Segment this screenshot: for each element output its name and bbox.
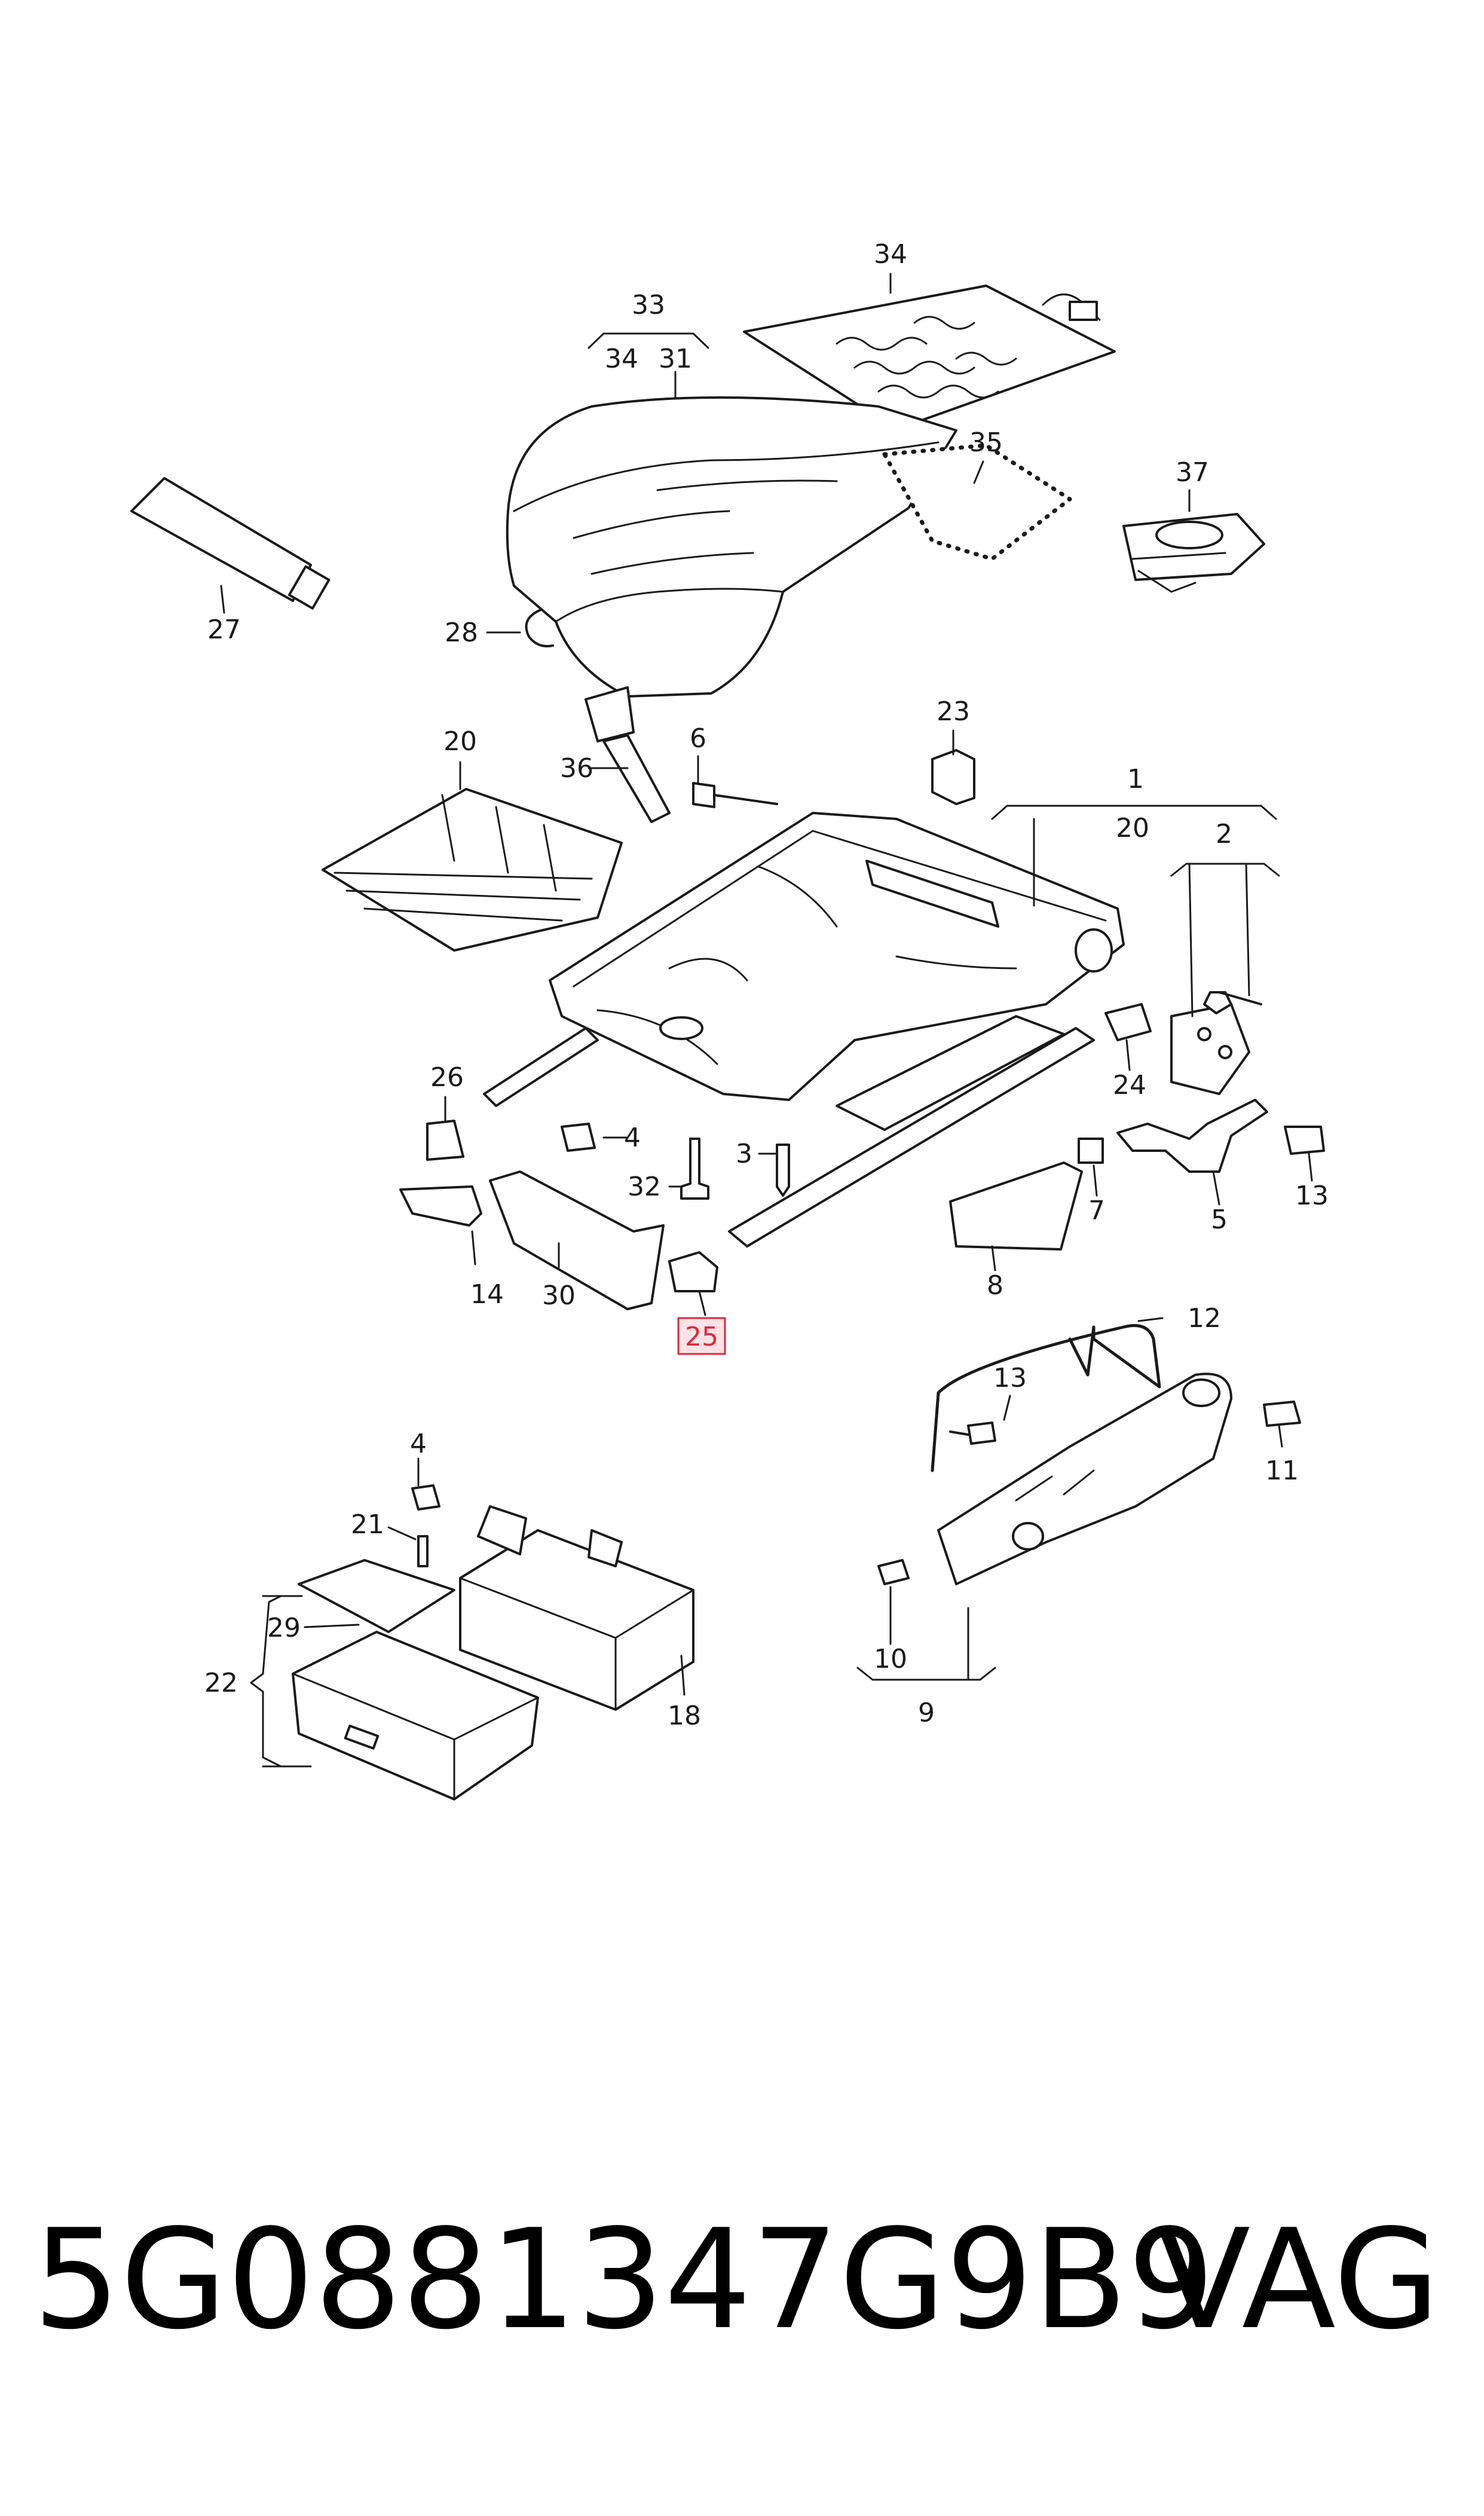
support-bracket-30[interactable]: [489, 1170, 665, 1310]
screw-13-lower[interactable]: [949, 1421, 996, 1445]
mount-bracket-2[interactable]: [1170, 991, 1262, 1095]
bracket-26[interactable]: [426, 1120, 464, 1161]
clip-10[interactable]: [877, 1559, 910, 1585]
callout-35[interactable]: 35: [969, 427, 1003, 458]
callout-5[interactable]: 5: [1211, 1204, 1228, 1235]
callout-25-highlight: [677, 1317, 726, 1355]
bracket-23[interactable]: [931, 749, 975, 805]
spring-mat[interactable]: [322, 788, 623, 952]
leader-lines: [220, 273, 1313, 1768]
callout-33[interactable]: 33: [632, 290, 665, 320]
trim-panel-8[interactable]: [949, 1161, 1083, 1251]
callout-28[interactable]: 28: [445, 617, 478, 648]
callout-27[interactable]: 27: [207, 615, 241, 645]
drawer-22[interactable]: [292, 1631, 539, 1800]
pad-29[interactable]: [298, 1559, 455, 1633]
callout-30[interactable]: 30: [542, 1280, 576, 1311]
side-trim-9[interactable]: [937, 1372, 1232, 1585]
callout-11[interactable]: 11: [1265, 1456, 1299, 1486]
callout-13-lower[interactable]: 13: [993, 1363, 1027, 1393]
callout-4-lower[interactable]: 4: [410, 1429, 427, 1459]
callout-1[interactable]: 1: [1127, 764, 1144, 794]
cover-cap-25[interactable]: [668, 1251, 718, 1292]
callout-labels: 34 33 34 31 35 37 27 28 20 36 6 23 1 20 …: [204, 239, 1329, 1731]
belt-buckle[interactable]: [585, 686, 671, 823]
callout-9[interactable]: 9: [918, 1698, 935, 1728]
drawer-frame-18[interactable]: [459, 1505, 694, 1711]
screw-13-upper[interactable]: [1284, 1126, 1325, 1155]
callout-26[interactable]: 26: [430, 1062, 464, 1093]
callout-13-upper[interactable]: 13: [1295, 1181, 1329, 1211]
callout-24[interactable]: 24: [1113, 1070, 1146, 1100]
callout-6[interactable]: 6: [690, 723, 706, 754]
seat-cushion[interactable]: [506, 396, 1072, 698]
callout-34-top[interactable]: 34: [874, 239, 907, 270]
callout-4-upper[interactable]: 4: [624, 1123, 641, 1153]
brand-label: VAG: [1156, 2200, 1440, 2360]
callout-20-mat[interactable]: 20: [443, 726, 477, 757]
callout-20-frame[interactable]: 20: [1116, 813, 1149, 843]
callout-7[interactable]: 7: [1088, 1196, 1105, 1226]
part-number: 5G0881347G9B9: [33, 2200, 1215, 2360]
adjust-lever-5[interactable]: [1116, 1099, 1268, 1173]
callout-14[interactable]: 14: [470, 1279, 504, 1310]
callout-8[interactable]: 8: [987, 1270, 1003, 1301]
heating-mat[interactable]: [743, 285, 1116, 430]
clip-nut-4-upper[interactable]: [561, 1123, 596, 1152]
callout-25[interactable]: 25: [685, 1322, 718, 1352]
callout-18[interactable]: 18: [668, 1701, 701, 1731]
seat-frame[interactable]: [483, 812, 1125, 1248]
callout-34-sub[interactable]: 34: [605, 344, 638, 374]
callout-23[interactable]: 23: [937, 696, 970, 727]
trim-cap-14[interactable]: [399, 1185, 482, 1227]
clip-nut-4-lower[interactable]: [411, 1484, 440, 1511]
callout-10[interactable]: 10: [874, 1644, 907, 1674]
clip-11[interactable]: [1263, 1401, 1301, 1427]
callout-32[interactable]: 32: [628, 1172, 661, 1202]
clip-28[interactable]: [525, 609, 554, 647]
lubricant-tube[interactable]: [130, 477, 331, 610]
cap-24[interactable]: [1104, 1003, 1152, 1041]
callout-22[interactable]: 22: [204, 1668, 238, 1698]
callout-36[interactable]: 36: [560, 753, 593, 784]
callout-21[interactable]: 21: [351, 1509, 384, 1540]
callout-31[interactable]: 31: [659, 344, 692, 374]
screw-3[interactable]: [776, 1144, 790, 1197]
clip-7[interactable]: [1078, 1138, 1104, 1164]
callout-12[interactable]: 12: [1188, 1303, 1221, 1334]
bowden-cable-12[interactable]: [931, 1324, 1161, 1472]
callout-29[interactable]: 29: [267, 1613, 301, 1643]
bolt-6[interactable]: [692, 782, 778, 808]
screw-21[interactable]: [417, 1535, 429, 1567]
rivet-32[interactable]: [680, 1138, 709, 1200]
lumbar-motor[interactable]: [1122, 513, 1265, 593]
callout-2[interactable]: 2: [1216, 819, 1232, 849]
callout-3[interactable]: 3: [736, 1139, 752, 1169]
callout-37[interactable]: 37: [1176, 457, 1209, 488]
